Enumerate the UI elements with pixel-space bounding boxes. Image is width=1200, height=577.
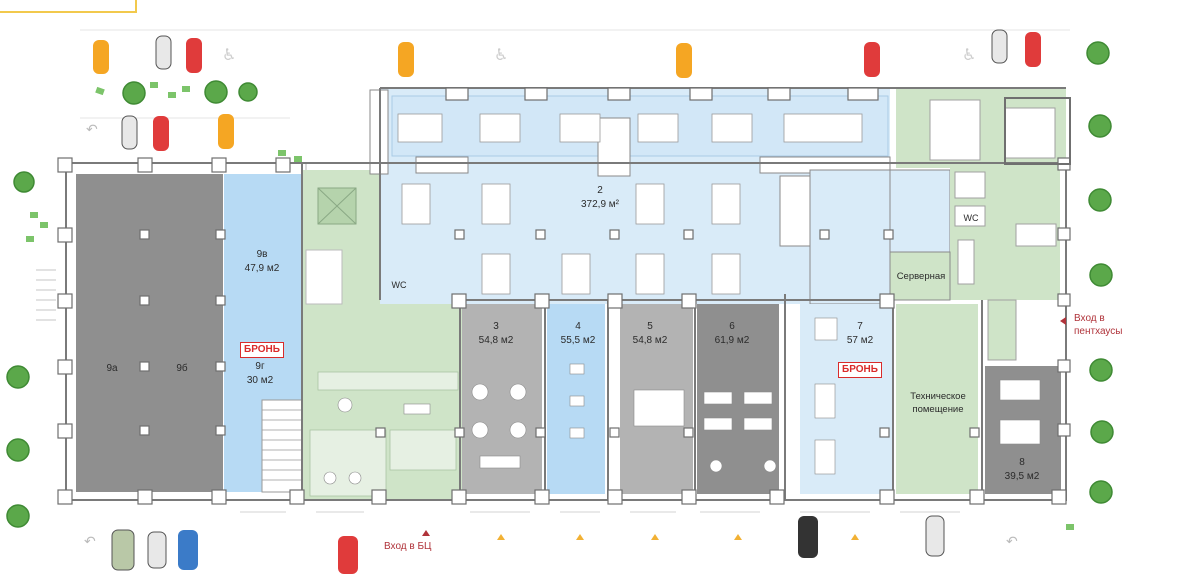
unit-8-label: 8 [1019, 457, 1025, 468]
unit-5-area: 54,8 м2 [632, 335, 668, 346]
unit-9b-label: 9б [176, 363, 188, 374]
penthouse-entrance-arrow-icon [1060, 317, 1066, 325]
unit-6-area: 61,9 м2 [714, 335, 750, 346]
svg-text:↶: ↶ [84, 534, 96, 550]
technical-room-fill [896, 304, 978, 494]
stairs-icon [36, 269, 56, 321]
entrance-arrow-icon [497, 534, 859, 540]
wc-left-label: WC [391, 280, 407, 290]
unit-9v-area: 47,9 м2 [244, 263, 280, 274]
penthouse-entrance-label: Вход в пентхаусы [1074, 313, 1123, 337]
svg-text:↶: ↶ [86, 122, 98, 138]
stairs-9g [261, 399, 303, 493]
svg-text:♿: ♿ [494, 45, 508, 64]
unit-9a-label: 9а [106, 363, 118, 374]
unit-6-label: 6 [729, 321, 735, 332]
unit-7-status-badge: БРОНЬ [838, 362, 882, 378]
unit-9a-fill [76, 174, 223, 492]
u-turn-arrow-icon: ↶ ↶ ↶ [84, 122, 1018, 550]
car-icon [93, 29, 1041, 574]
unit-3-label: 3 [493, 321, 499, 332]
unit-2-area: 372,9 м² [580, 199, 619, 210]
legend-frame [0, 0, 137, 13]
unit-8-area: 39,5 м2 [1004, 471, 1040, 482]
shrubs [26, 82, 1074, 530]
unit-9v-label: 9в [256, 249, 268, 260]
wheelchair-icon: ♿ ♿ ♿ [222, 45, 976, 64]
unit-5-label: 5 [647, 321, 653, 332]
bc-entrance-arrow-icon [422, 530, 430, 536]
wc-right-label: WC [963, 213, 979, 223]
tree-icon [6, 41, 1114, 528]
unit-4-area: 55,5 м2 [560, 335, 596, 346]
server-room-label: Серверная [896, 271, 946, 282]
unit-7-area: 57 м2 [846, 335, 874, 346]
unit-3-area: 54,8 м2 [478, 335, 514, 346]
unit-9v-fill [224, 174, 304, 334]
building-shell [57, 87, 1071, 505]
server-room-fill [889, 251, 951, 301]
parking-lines-top [80, 29, 1070, 119]
tables-unit-2 [397, 113, 863, 295]
unit-9g-status-badge: БРОНЬ [240, 342, 284, 358]
svg-text:♿: ♿ [222, 45, 236, 64]
unit-9g-area: 30 м2 [246, 375, 274, 386]
unit-7-label: 7 [857, 321, 863, 332]
bc-entrance-label: Вход в БЦ [384, 541, 432, 552]
unit-9g-label: 9г [255, 361, 265, 372]
unit-2-label: 2 [597, 185, 603, 196]
technical-room-label: Техническое помещение [910, 391, 966, 415]
svg-text:↶: ↶ [1006, 534, 1018, 550]
svg-text:♿: ♿ [962, 45, 976, 64]
unit-4-label: 4 [575, 321, 581, 332]
